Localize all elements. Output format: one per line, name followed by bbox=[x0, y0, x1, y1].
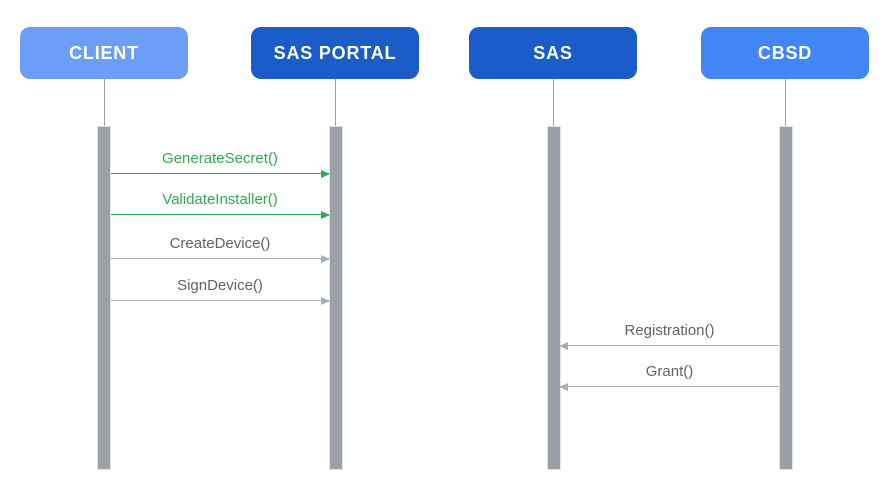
lifeline-sas bbox=[553, 79, 554, 126]
message-arrow-sign-device bbox=[111, 297, 330, 305]
message-label-registration: Registration() bbox=[624, 322, 715, 339]
actor-label-client: CLIENT bbox=[69, 42, 139, 63]
message-validate-installer: ValidateInstaller() bbox=[111, 191, 330, 219]
message-label-sign-device: SignDevice() bbox=[177, 277, 263, 294]
actor-box-cbsd: CBSD bbox=[701, 27, 869, 79]
message-arrow-grant bbox=[559, 383, 779, 391]
lifeline-cbsd bbox=[785, 79, 786, 126]
actor-box-sas: SAS bbox=[469, 27, 637, 79]
arrowhead-right-icon bbox=[321, 297, 330, 305]
actor-box-client: CLIENT bbox=[20, 27, 188, 79]
actor-label-sas-portal: SAS PORTAL bbox=[273, 42, 397, 63]
arrowhead-right-icon bbox=[321, 211, 330, 219]
message-label-grant: Grant() bbox=[645, 363, 694, 380]
activation-bar-sas-portal bbox=[329, 126, 343, 470]
message-registration: Registration() bbox=[559, 322, 779, 350]
actor-box-sas-portal: SAS PORTAL bbox=[251, 27, 419, 79]
message-sign-device: SignDevice() bbox=[111, 277, 330, 305]
lifeline-client bbox=[104, 79, 105, 126]
arrowhead-left-icon bbox=[559, 342, 568, 350]
message-arrow-generate-secret bbox=[111, 170, 330, 178]
activation-bar-cbsd bbox=[779, 126, 793, 470]
arrowhead-right-icon bbox=[321, 170, 330, 178]
message-grant: Grant() bbox=[559, 363, 779, 391]
message-label-generate-secret: GenerateSecret() bbox=[162, 150, 278, 167]
message-arrow-validate-installer bbox=[111, 211, 330, 219]
activation-bar-sas bbox=[547, 126, 561, 470]
message-generate-secret: GenerateSecret() bbox=[111, 150, 330, 178]
arrowhead-left-icon bbox=[559, 383, 568, 391]
arrowhead-right-icon bbox=[321, 255, 330, 263]
activation-bar-client bbox=[97, 126, 111, 470]
message-label-validate-installer: ValidateInstaller() bbox=[162, 191, 278, 208]
message-arrow-registration bbox=[559, 342, 779, 350]
actor-label-cbsd: CBSD bbox=[757, 42, 813, 63]
lifeline-sas-portal bbox=[335, 79, 336, 126]
message-label-create-device: CreateDevice() bbox=[169, 235, 271, 252]
actor-label-sas: SAS bbox=[533, 42, 573, 63]
message-arrow-create-device bbox=[111, 255, 330, 263]
message-create-device: CreateDevice() bbox=[111, 235, 330, 263]
